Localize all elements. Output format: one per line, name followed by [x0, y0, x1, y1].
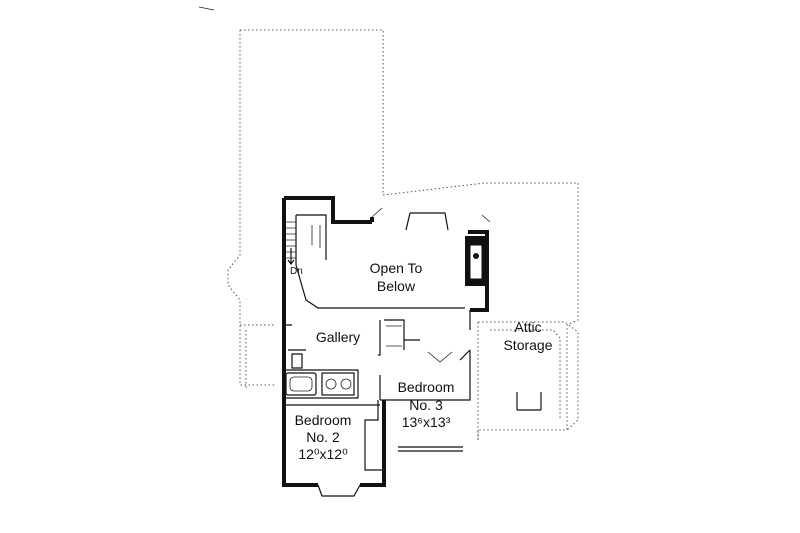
bay-bedroom2 — [317, 484, 361, 497]
window-top — [405, 212, 449, 231]
room-label-bedroom2-2: No. 2 — [306, 429, 340, 445]
room-label-bedroom3-2: No. 3 — [409, 397, 443, 413]
roof-outline-left — [240, 324, 276, 388]
door-swing-top — [371, 207, 491, 223]
exterior-wall — [282, 196, 386, 487]
window-bedroom3 — [398, 446, 463, 452]
stair-arrow — [287, 248, 295, 265]
room-label-open-to-below-2: Below — [377, 278, 416, 294]
attic-outline — [477, 321, 579, 440]
toilet — [288, 349, 306, 369]
room-label-bedroom3-1: Bedroom — [398, 379, 455, 395]
room-dims-bedroom3: 13⁶x13³ — [402, 414, 451, 430]
closet-doors — [386, 325, 453, 363]
room-label-attic-2: Storage — [503, 337, 552, 353]
fireplace-dot — [473, 253, 479, 259]
bathtub — [285, 372, 317, 396]
room-dims-bedroom2: 12⁰x12⁰ — [298, 446, 348, 462]
room-label-attic-1: Attic — [514, 319, 541, 335]
room-label-open-to-below-1: Open To — [370, 260, 423, 276]
stray-mark — [198, 6, 215, 11]
room-label-gallery: Gallery — [316, 329, 360, 345]
vanity — [321, 372, 355, 396]
sink-2 — [340, 378, 352, 390]
room-label-bedroom2-1: Bedroom — [295, 412, 352, 428]
stair-label: Dn — [290, 266, 303, 277]
tub-inner — [289, 376, 313, 392]
fireplace-inner — [469, 244, 483, 280]
bath-wall — [284, 369, 380, 406]
attic-hatch — [516, 392, 542, 411]
sink-1 — [325, 378, 337, 390]
roof-outline-main — [227, 29, 579, 440]
